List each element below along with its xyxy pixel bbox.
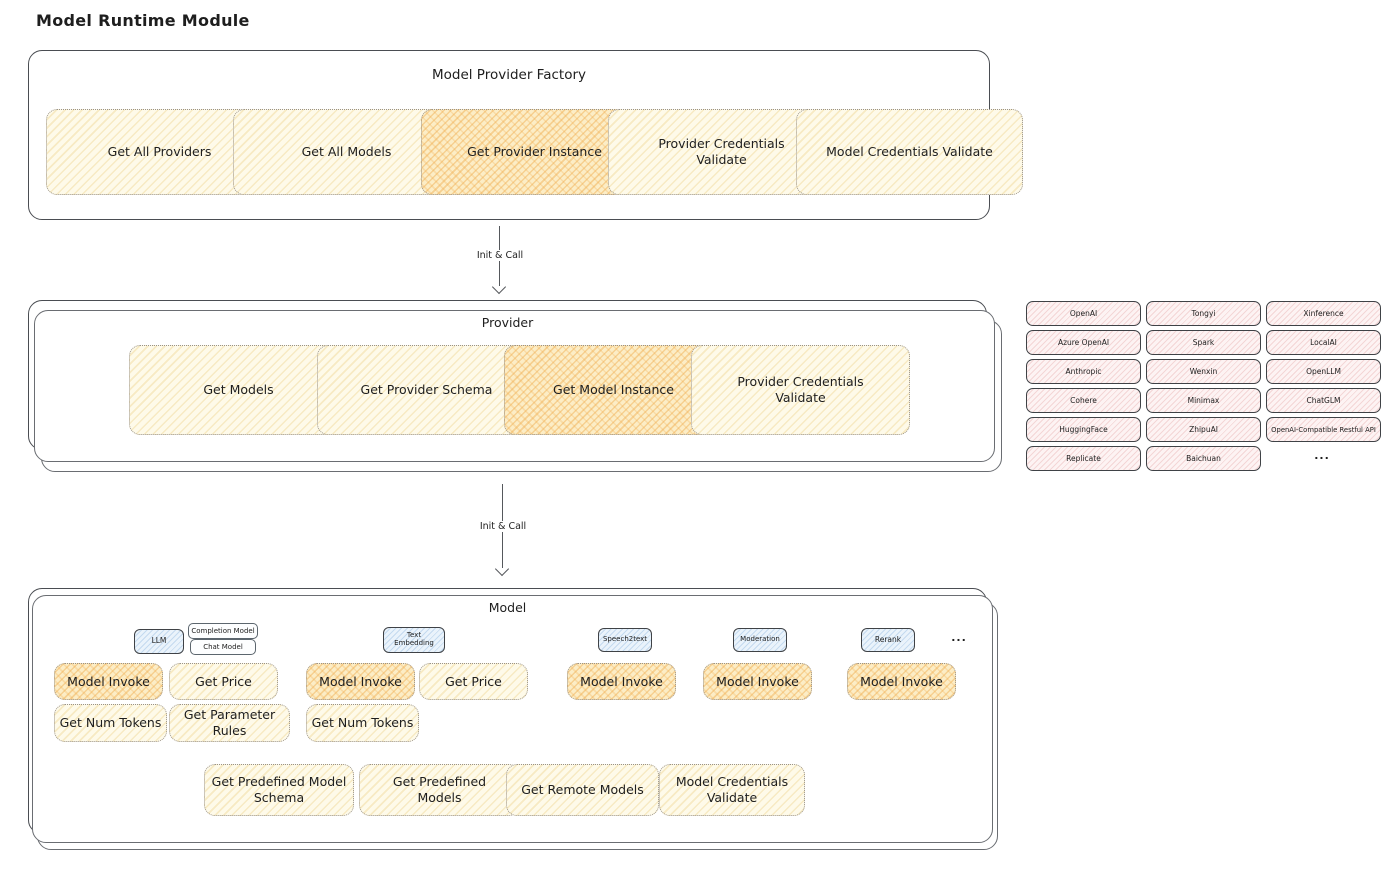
- provider-chip-azure-openai: Azure OpenAI: [1026, 330, 1141, 355]
- provider-chip-openai-compatible-restful-api: OpenAI-Compatible Restful API: [1266, 417, 1381, 442]
- provider-box-get-provider-schema: Get Provider Schema: [317, 345, 536, 435]
- tag-chat-model: Chat Model: [190, 639, 256, 655]
- model-tags-ellipsis: ...: [951, 631, 967, 644]
- page-title: Model Runtime Module: [36, 11, 250, 30]
- model-box-get-parameter-rules: Get Parameter Rules: [169, 704, 290, 742]
- provider-box-get-models: Get Models: [129, 345, 348, 435]
- tag-rerank: Rerank: [861, 628, 915, 652]
- tag-speech2text: Speech2text: [598, 628, 652, 652]
- provider-chip-zhipuai: ZhipuAI: [1146, 417, 1261, 442]
- provider-chip-spark: Spark: [1146, 330, 1261, 355]
- provider-title: Provider: [481, 315, 534, 330]
- model-box-model-invoke-text-embedding: Model Invoke: [306, 663, 415, 700]
- provider-chip-wenxin: Wenxin: [1146, 359, 1261, 384]
- arrow-1-label: Init & Call: [472, 250, 528, 261]
- tag-completion-model: Completion Model: [188, 623, 258, 639]
- provider-chip-cohere: Cohere: [1026, 388, 1141, 413]
- model-box-get-predefined-model-schema: Get Predefined Model Schema: [204, 764, 354, 816]
- tag-moderation: Moderation: [733, 628, 787, 652]
- providers-grid-ellipsis: ...: [1314, 449, 1330, 462]
- model-box-model-invoke-llm: Model Invoke: [54, 663, 163, 700]
- provider-chip-localai: LocalAI: [1266, 330, 1381, 355]
- model-title: Model: [488, 600, 527, 615]
- factory-container: Model Provider Factory Get All Providers…: [28, 50, 1023, 220]
- model-box-get-predefined-models: Get Predefined Models: [359, 764, 520, 816]
- model-container: Model LLM Completion Model Chat Model Te…: [28, 588, 987, 834]
- arrow-down-2-head: [494, 561, 510, 577]
- provider-chip-baichuan: Baichuan: [1146, 446, 1261, 471]
- provider-chip-xinference: Xinference: [1266, 301, 1381, 326]
- model-box-model-invoke-moderation: Model Invoke: [703, 663, 812, 700]
- model-box-get-remote-models: Get Remote Models: [506, 764, 659, 816]
- factory-box-get-all-models: Get All Models: [233, 109, 460, 195]
- factory-box-get-all-providers: Get All Providers: [46, 109, 273, 195]
- provider-box-get-model-instance: Get Model Instance: [504, 345, 723, 435]
- model-box-get-num-tokens-llm: Get Num Tokens: [54, 704, 167, 742]
- model-box-get-price-text-embedding: Get Price: [419, 663, 528, 700]
- tag-text-embedding: Text Embedding: [383, 627, 445, 653]
- provider-chip-minimax: Minimax: [1146, 388, 1261, 413]
- provider-chip-tongyi: Tongyi: [1146, 301, 1261, 326]
- provider-chip-chatglm: ChatGLM: [1266, 388, 1381, 413]
- model-box-model-invoke-rerank: Model Invoke: [847, 663, 956, 700]
- model-box-model-invoke-speech2text: Model Invoke: [567, 663, 676, 700]
- provider-chip-openai: OpenAI: [1026, 301, 1141, 326]
- provider-chip-anthropic: Anthropic: [1026, 359, 1141, 384]
- provider-container: Provider Get Models Get Provider Schema …: [28, 300, 987, 450]
- provider-chip-openllm: OpenLLM: [1266, 359, 1381, 384]
- model-box-get-price-llm: Get Price: [169, 663, 278, 700]
- model-box-model-credentials-validate: Model Credentials Validate: [659, 764, 805, 816]
- tag-llm: LLM: [134, 629, 184, 654]
- provider-box-provider-credentials-validate: Provider Credentials Validate: [691, 345, 910, 435]
- provider-chip-huggingface: HuggingFace: [1026, 417, 1141, 442]
- model-box-get-num-tokens-text-embedding: Get Num Tokens: [306, 704, 419, 742]
- arrow-2-label: Init & Call: [475, 521, 531, 532]
- arrow-down-1-head: [491, 279, 507, 295]
- factory-title: Model Provider Factory: [431, 67, 586, 83]
- factory-box-model-credentials-validate: Model Credentials Validate: [796, 109, 1023, 195]
- factory-box-provider-credentials-validate: Provider Credentials Validate: [608, 109, 835, 195]
- provider-chip-replicate: Replicate: [1026, 446, 1141, 471]
